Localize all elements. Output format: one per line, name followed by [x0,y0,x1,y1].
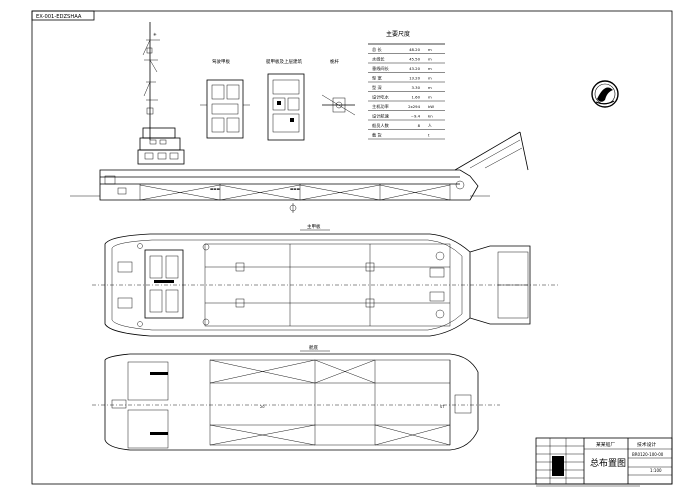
code-box: EX-001-EDZSHAA [31,10,95,21]
svg-text:20: 20 [260,405,265,409]
spec-value: 8 [418,123,421,128]
spec-row: 型 深 3.30 m [368,84,445,92]
spec-row: 垂线间长 43.20 m [368,65,445,73]
side-elevation-view: ✳ ▬▬▬ [70,22,529,213]
spec-unit: m [428,85,432,90]
svg-text:▬▬▬: ▬▬▬ [210,187,220,191]
detail-label-wheelhouse: 驾驶甲板 [212,58,230,65]
principal-particulars-table: 主要尺度 总 长 48.20 m 水线长 45.50 m 垂线间长 43.20 … [368,30,445,140]
spec-unit: 人 [428,123,432,128]
spec-name: 垂线间长 [372,65,390,72]
main-deck-plan-view: 主甲板 [92,223,560,337]
spec-row: 型 宽 13.20 m [368,75,445,83]
spec-unit: kW [428,104,434,109]
spec-unit: m [428,95,432,100]
title-company: 某某船厂 [596,441,615,448]
company-emblem-icon [591,80,619,108]
svg-text:ST: ST [440,405,445,409]
spec-unit: m [428,57,432,62]
svg-text:✳: ✳ [153,32,157,38]
spec-row: 总 长 48.20 m [368,46,445,54]
hold-label: 舱底 [309,344,318,351]
spec-unit: m [428,47,432,52]
title-scale: 1:100 [650,468,662,473]
spec-row: 船员人数 8 人 [368,122,445,130]
svg-text:▬▬▬: ▬▬▬ [290,187,300,191]
spec-row: 主机功率 2x294 kW [368,103,445,111]
detail-label-mast: 桅杆 [330,58,339,65]
detail-label-boat-deck: 艇甲板及上层建筑 [266,58,302,65]
spec-name: 水线长 [372,56,385,63]
spec-name: 型 深 [372,84,382,91]
spec-value: 45.50 [409,57,420,62]
spec-value: 1.60 [412,95,421,100]
spec-value: 13.20 [409,76,420,81]
spec-unit: t [428,133,430,138]
spec-row: 水线长 45.50 m [368,56,445,64]
spec-value: 3.30 [412,85,421,90]
spec-unit: kn [428,114,433,119]
spec-name: 船员人数 [372,122,390,129]
sheet-border [31,10,673,485]
detail-sketches: 驾驶甲板 艇甲板及上层建筑 桅杆 [200,58,356,141]
spec-name: 总 长 [372,46,383,53]
code-box-text: EX-001-EDZSHAA [36,14,82,20]
spec-value: 43.20 [409,66,420,71]
spec-unit: m [428,76,432,81]
spec-name: 型 宽 [372,75,383,82]
spec-value: 48.20 [409,47,420,52]
title-design-stage: 技术设计 [637,441,656,448]
title-drawing-no: BR0120-100-00 [632,452,664,457]
spec-name: 设计航速 [372,113,390,120]
spec-row: 设计航速 ~9.4 kn [368,113,445,121]
spec-row: 载 货 t [368,132,445,140]
main-deck-label: 主甲板 [307,223,321,230]
title-drawing-name: 总布置图 [590,457,626,469]
spec-row: 设计吃水 1.60 m [368,94,445,102]
spec-value: 2x294 [408,104,420,109]
spec-unit: m [428,66,432,71]
title-block: 某某船厂 技术设计 总布置图 BR0120-100-00 1:100 [535,437,673,487]
hold-plan-view: 舱底 20 ST [92,344,500,451]
spec-value: ~9.4 [411,114,421,119]
spec-name: 主机功率 [372,103,389,110]
spec-name: 载 货 [372,132,382,139]
spec-name: 设计吃水 [372,94,390,101]
spec-table-title: 主要尺度 [386,30,410,38]
